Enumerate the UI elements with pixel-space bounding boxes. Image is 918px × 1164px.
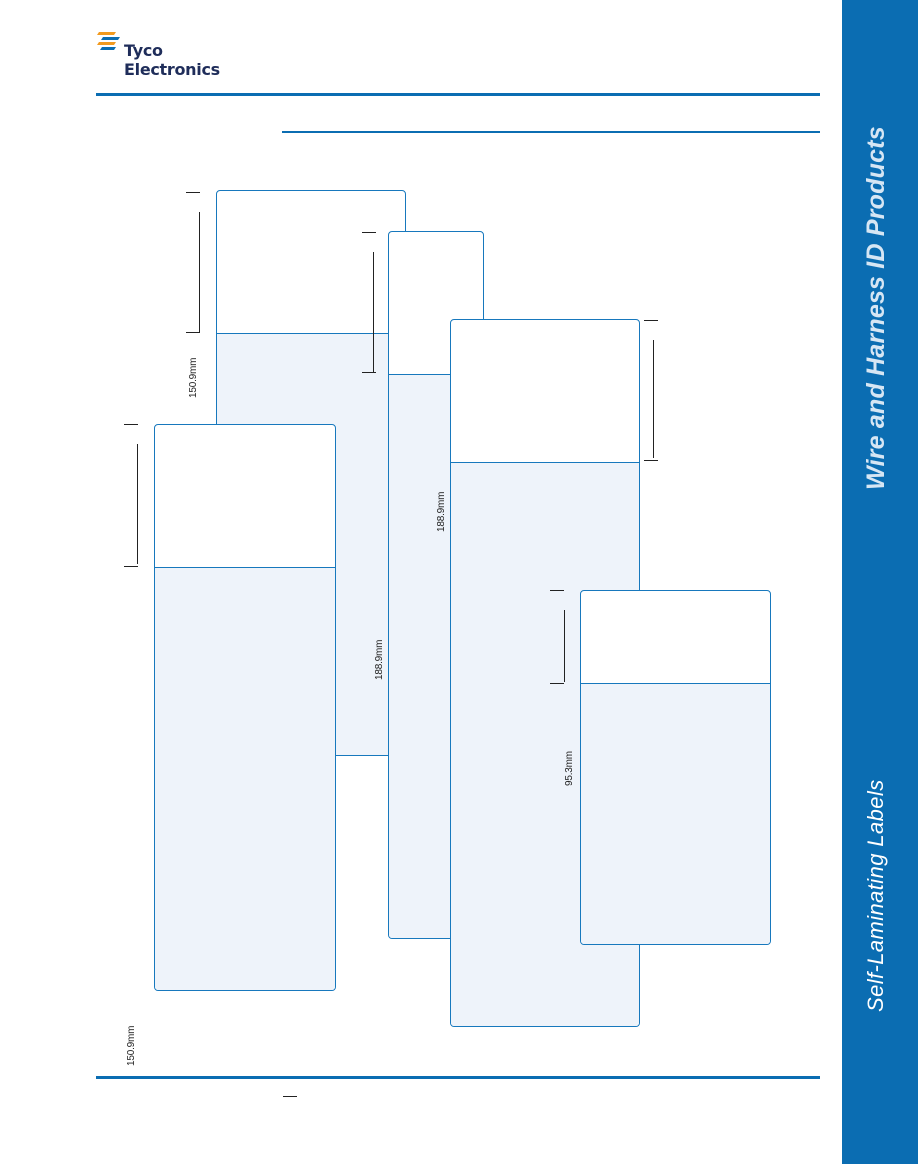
label-b-dimension: 150.9mm <box>124 424 144 1066</box>
logo-line-1: Tyco <box>124 41 163 60</box>
tyco-electronics-logo: Tyco Electronics <box>96 28 256 82</box>
logo-line-2: Electronics <box>124 60 220 79</box>
footer-rule <box>96 1076 820 1079</box>
label-d-dimension <box>644 320 664 470</box>
section-rule <box>282 131 820 133</box>
header-rule <box>96 93 820 96</box>
label-e <box>580 590 771 945</box>
label-e-dimension-text: 95.3mm <box>564 751 575 786</box>
label-e-laminate <box>581 683 770 944</box>
label-b <box>154 424 336 991</box>
label-a-dimension-text: 150.9mm <box>188 357 199 398</box>
label-e-dimension <box>550 590 570 690</box>
label-b-laminate <box>155 567 335 990</box>
sidebar-title: Wire and Harness ID Products <box>862 126 890 490</box>
footer-dash <box>283 1096 297 1097</box>
label-b-dimension-text: 150.9mm <box>126 1025 137 1066</box>
label-d-dimension-text: 188.9mm <box>436 491 447 532</box>
tyco-logo-mark-icon <box>97 32 120 50</box>
sidebar-subtitle: Self-Laminating Labels <box>863 779 888 1012</box>
label-a-dimension: 150.9mm <box>186 192 206 422</box>
sidebar-band: Wire and Harness ID Products Self-Lamina… <box>842 0 918 1164</box>
label-c-dimension: 188.9mm <box>362 232 385 680</box>
label-c-dimension-text: 188.9mm <box>374 639 385 680</box>
